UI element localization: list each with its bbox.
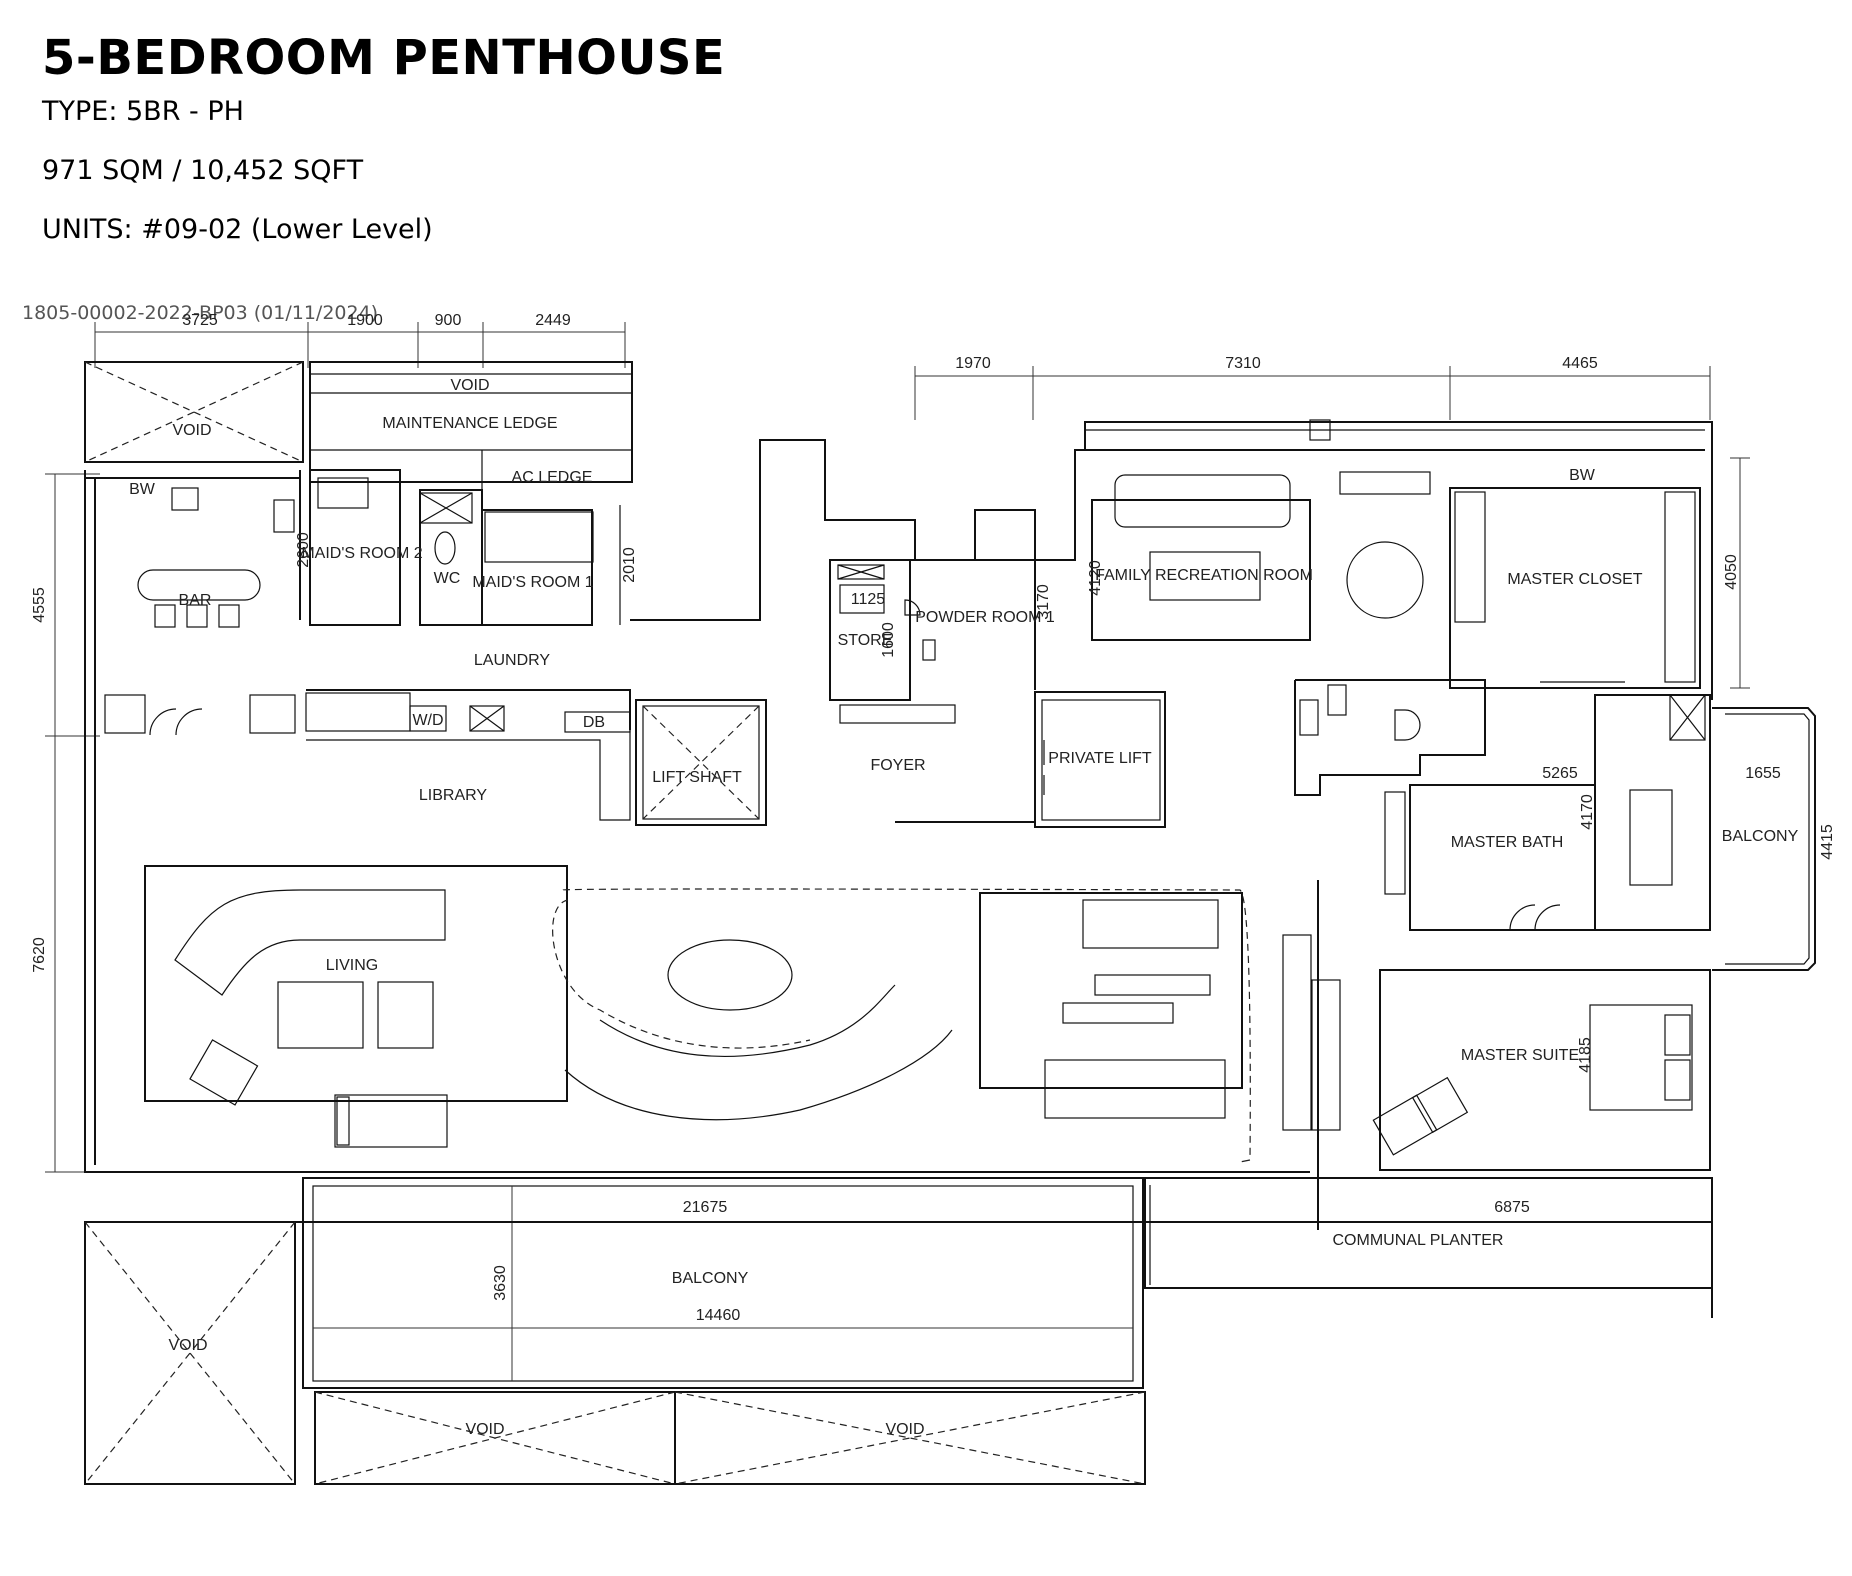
bar-counter [137,487,295,628]
label-master-closet: MASTER CLOSET [1507,571,1642,588]
label-bar: BAR [179,592,212,609]
label-library: LIBRARY [419,787,488,804]
dim-3170: 3170 [1035,584,1052,620]
dim-2010: 2010 [621,547,638,583]
lounge [979,892,1243,1119]
dim-4555: 4555 [31,587,48,623]
dim-3725: 3725 [182,312,218,329]
header: 5-BEDROOM PENTHOUSE TYPE: 5BR - PH 971 S… [42,30,725,273]
unit-numbers: UNITS: #09-02 (Lower Level) [42,214,433,245]
balcony-right [1712,707,1816,971]
dim-7620: 7620 [31,937,48,973]
laundry-library [104,689,631,821]
label-void-bottom-2: VOID [885,1421,924,1438]
label-void-bottom-1: VOID [465,1421,504,1438]
label-balcony-right: BALCONY [1722,828,1799,845]
label-laundry: LAUNDRY [474,652,551,669]
label-void-top-left: VOID [172,422,211,439]
label-communal-planter: COMMUNAL PLANTER [1333,1232,1504,1249]
label-db: DB [583,714,605,731]
living-area [144,865,568,1148]
label-bw-right: BW [1569,467,1596,484]
label-void-top: VOID [450,377,489,394]
dim-6875: 6875 [1494,1199,1530,1216]
voids-bottom [84,1221,1146,1485]
label-bw-left: BW [129,481,156,498]
dim-14460: 14460 [696,1307,741,1324]
label-powder-room-1: POWDER ROOM 1 [915,609,1055,626]
dim-3630: 3630 [492,1265,509,1301]
label-master-suite: MASTER SUITE [1461,1047,1579,1064]
label-balcony-bottom: BALCONY [672,1270,749,1287]
label-foyer: FOYER [870,757,925,774]
dim-1125: 1125 [851,591,886,608]
dim-4050: 4050 [1723,554,1740,590]
dim-1600: 1600 [880,622,897,658]
label-wd: W/D [412,712,443,729]
dim-4415: 4415 [1819,824,1836,860]
label-wc: WC [434,570,461,587]
label-private-lift: PRIVATE LIFT [1048,750,1152,767]
dim-5265: 5265 [1542,765,1578,782]
unit-area: 971 SQM / 10,452 SQFT [42,155,364,186]
master-bath [1294,679,1711,931]
dim-2600: 2600 [295,532,312,568]
family-room [1091,471,1431,641]
outer-walls [84,419,1713,1173]
dim-1970: 1970 [955,355,991,372]
label-store: STORE [838,632,893,649]
label-lift-shaft: LIFT SHAFT [652,769,742,786]
room-labels: VOID VOID MAINTENANCE LEDGE AC LEDGE BW … [129,377,1798,1438]
dim-4170: 4170 [1579,794,1596,830]
master-suite [1282,880,1711,1230]
dim-1900: 1900 [347,312,383,329]
approval-stamp: 1805-00002-2022-BP03 (01/11/2024) [22,302,379,324]
label-void-bottom-left: VOID [168,1337,207,1354]
dim-900: 900 [435,312,462,329]
maid-rooms [309,469,621,626]
dim-1655: 1655 [1745,765,1781,782]
lift-shaft [635,699,767,826]
label-ac-ledge: AC LEDGE [512,469,593,486]
private-lift [895,691,1166,828]
communal-planter [1144,1177,1713,1318]
label-master-bath: MASTER BATH [1451,834,1564,851]
dimension-labels: 3725 1900 900 2449 1970 7310 4465 1125 5… [31,312,1836,1324]
label-living: LIVING [326,957,378,974]
dim-7310: 7310 [1225,355,1261,372]
dim-4120: 4120 [1087,560,1104,596]
label-maintenance-ledge: MAINTENANCE LEDGE [382,415,557,432]
unit-type: TYPE: 5BR - PH [42,96,244,127]
void-top-left [84,361,304,463]
label-maids-room-2: MAID'S ROOM 2 [301,545,422,562]
dim-21675: 21675 [683,1199,728,1216]
master-closet [1449,487,1701,689]
dim-2449: 2449 [535,312,571,329]
dim-4185: 4185 [1577,1037,1594,1073]
dimension-lines [45,322,1750,1173]
store-powder [829,509,1036,724]
label-maids-room-1: MAID'S ROOM 1 [472,574,593,591]
page-title: 5-BEDROOM PENTHOUSE [42,30,726,86]
label-family-recreation-room: FAMILY RECREATION ROOM [1095,567,1313,584]
balcony-bottom [85,1177,1712,1389]
dim-4465: 4465 [1562,355,1598,372]
staircase [552,888,1251,1163]
